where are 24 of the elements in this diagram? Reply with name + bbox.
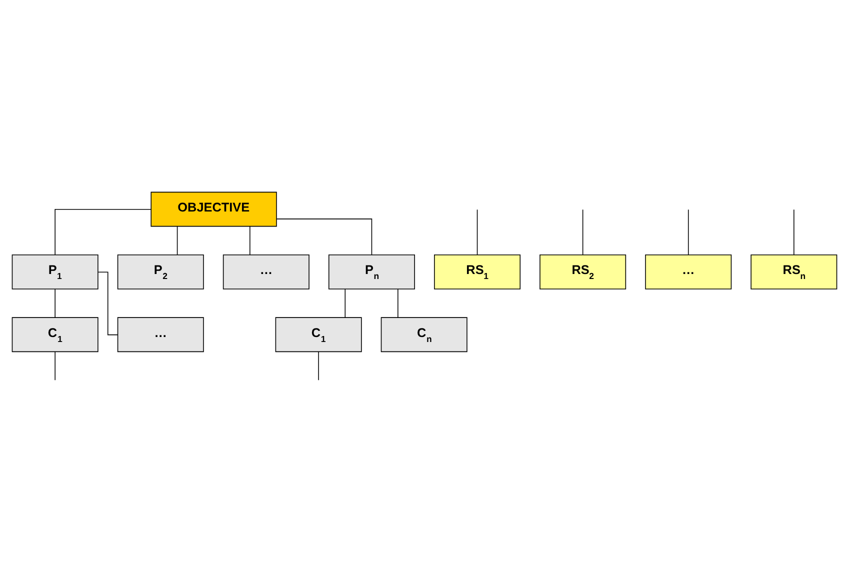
node-box: C$_{n}$ bbox=[380, 316, 468, 352]
connector bbox=[54, 208, 152, 255]
node-box: P$_{1}$ bbox=[12, 254, 98, 289]
connector bbox=[476, 208, 478, 254]
node-box: RS$_{n}$ bbox=[750, 254, 838, 289]
connector bbox=[344, 288, 346, 318]
node-box: OBJECTIVE bbox=[150, 191, 277, 226]
node-box: … bbox=[645, 254, 732, 289]
node-box: … bbox=[222, 254, 310, 289]
node-box: C$_{1}$ bbox=[275, 316, 362, 352]
connector bbox=[582, 208, 584, 254]
node-box: … bbox=[117, 316, 204, 352]
node-box: P$_{n}$ bbox=[328, 254, 415, 289]
node-box: RS$_{2}$ bbox=[540, 254, 626, 289]
connector bbox=[98, 271, 118, 335]
node-box: P$_{2}$ bbox=[117, 254, 204, 289]
connector bbox=[688, 208, 689, 254]
connector bbox=[318, 350, 319, 380]
connector bbox=[276, 218, 372, 254]
node-box: RS$_{1}$ bbox=[434, 254, 521, 289]
connector bbox=[54, 288, 56, 318]
connector bbox=[54, 350, 56, 380]
node-box: C$_{1}$ bbox=[12, 316, 98, 352]
connector bbox=[176, 225, 178, 255]
